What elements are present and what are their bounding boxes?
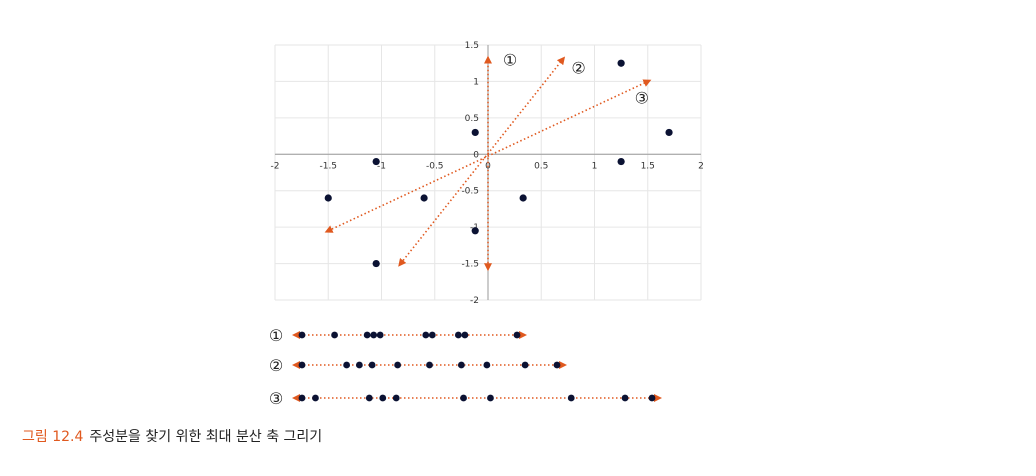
projected-point [368, 361, 376, 369]
y-tick-label: -1.5 [461, 260, 479, 270]
projected-point [457, 361, 465, 369]
candidate-axis-label: ① [503, 51, 517, 70]
candidate-axis-label: ② [571, 59, 585, 78]
candidate-axis-labels: ① ② ③ [503, 51, 649, 108]
data-point [471, 227, 479, 235]
projected-point [312, 394, 319, 402]
projected-point [553, 361, 561, 369]
projected-point [460, 394, 467, 402]
projection-line: ① [269, 326, 527, 345]
x-tick-label: 1 [592, 161, 598, 171]
projected-point [521, 361, 529, 369]
projected-point [422, 331, 430, 339]
y-tick-label: 1.5 [465, 41, 479, 51]
data-points [324, 59, 673, 268]
projected-point [428, 331, 436, 339]
projected-point [567, 394, 575, 402]
projected-point [363, 331, 371, 339]
data-point [519, 194, 527, 202]
x-tick-label: 2 [698, 161, 704, 171]
projection-line: ③ [269, 389, 662, 408]
projected-point [392, 394, 400, 402]
x-tick-label: 1.5 [641, 161, 655, 171]
data-point [372, 259, 380, 268]
projection-line-label: ③ [269, 389, 283, 408]
data-point [420, 194, 428, 202]
y-tick-label: 1 [473, 77, 479, 87]
projected-point [621, 394, 629, 402]
projected-point [298, 331, 306, 339]
projected-point [461, 331, 469, 339]
projected-point [426, 361, 433, 369]
x-tick-label: -2 [271, 161, 280, 171]
projection-line-label: ② [269, 356, 283, 375]
projected-point [298, 361, 306, 369]
projected-point [394, 361, 402, 369]
projected-point [513, 331, 521, 339]
y-tick-label: -2 [470, 296, 479, 306]
projected-point [365, 394, 373, 402]
y-tick-label: 0.5 [465, 114, 479, 124]
projected-point [487, 394, 494, 402]
y-tick-label: -0.5 [461, 187, 479, 197]
projected-point [355, 361, 363, 369]
candidate-axes [324, 55, 652, 272]
x-tick-labels: -2-1.5-1-0.500.511.52 [271, 161, 704, 171]
projection-lines: ① ② ③ [269, 326, 662, 408]
projected-point [343, 361, 351, 369]
y-tick-labels: 1.510.50-0.5-1-1.5-2 [461, 41, 479, 306]
projection-line: ② [269, 356, 567, 375]
projected-point [454, 331, 462, 339]
x-tick-label: 0.5 [534, 161, 548, 171]
y-tick-label: 0 [473, 150, 479, 160]
caption-text: 주성분을 찾기 위한 최대 분산 축 그리기 [89, 429, 323, 445]
projected-point [298, 394, 306, 402]
x-tick-label: -1.5 [319, 161, 337, 171]
x-tick-label: -0.5 [426, 161, 444, 171]
projected-point [370, 331, 378, 339]
caption-label: 그림 12.4 [22, 429, 84, 445]
data-point [324, 194, 332, 202]
scatter-plot: -2-1.5-1-0.500.511.52 1.510.50-0.5-1-1.5… [271, 41, 704, 306]
data-point [372, 157, 380, 166]
candidate-axis-label: ③ [635, 88, 649, 107]
projected-point [376, 331, 384, 339]
data-point [617, 59, 625, 67]
projected-point [379, 394, 387, 402]
candidate-axis-arrow [324, 79, 652, 233]
projected-point [483, 361, 491, 369]
data-point [665, 128, 673, 137]
data-point [471, 128, 479, 137]
projected-point [331, 331, 338, 339]
projection-line-label: ① [269, 326, 283, 345]
projected-point [648, 394, 656, 402]
data-point [617, 157, 625, 166]
figure-caption: 그림 12.4 주성분을 찾기 위한 최대 분산 축 그리기 [22, 426, 322, 446]
